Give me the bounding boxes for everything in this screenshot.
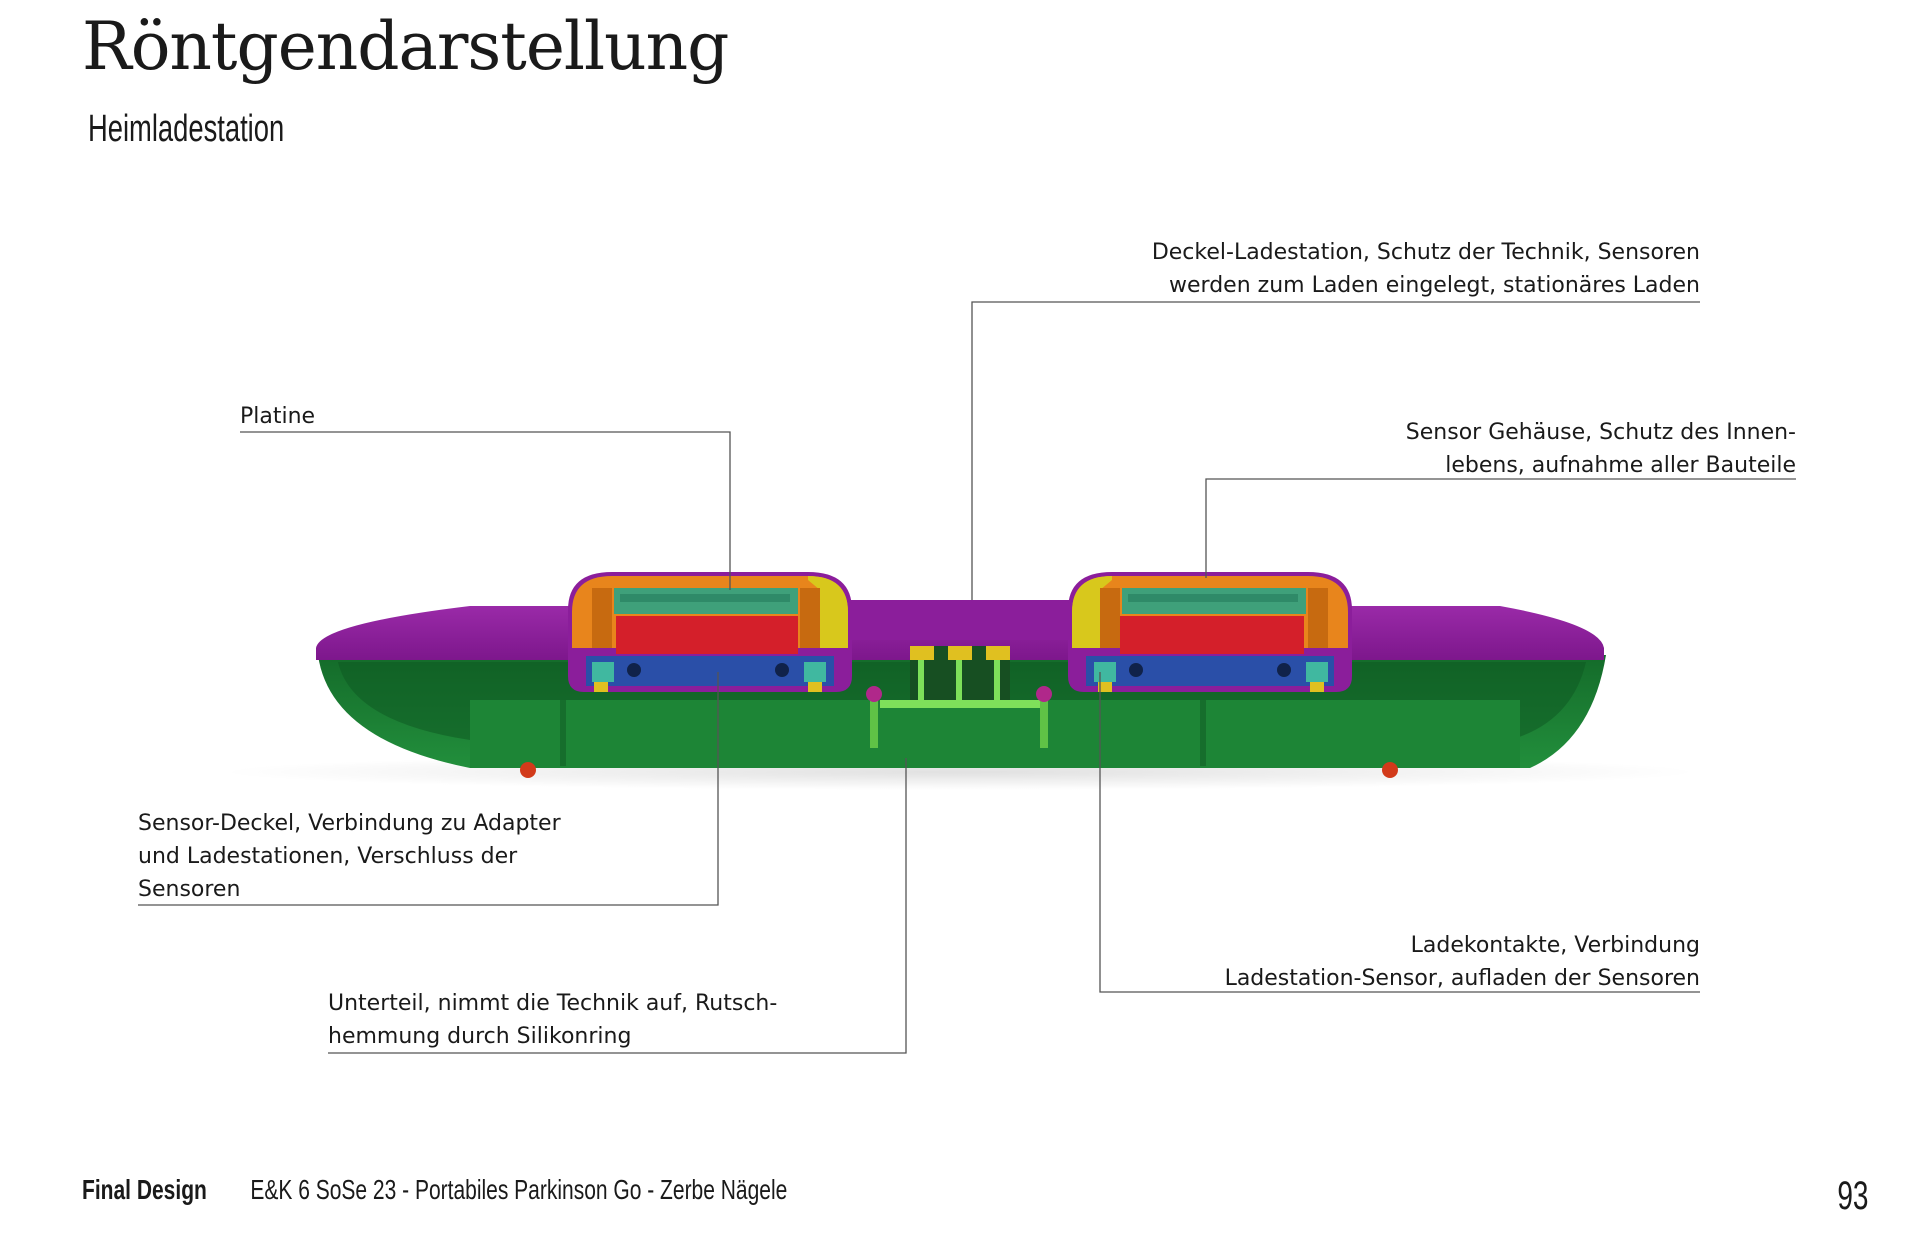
label-sensor-gehaeuse: Sensor Gehäuse, Schutz des Innen- lebens…: [1405, 420, 1796, 478]
left-pod: [568, 572, 852, 692]
base-rib-left: [560, 700, 566, 766]
leader-sensor-gehaeuse: [1205, 478, 1796, 578]
leader-deckel: [971, 301, 1700, 600]
leader-sensor-deckel: [138, 672, 719, 906]
label-unterteil: Unterteil, nimmt die Technik auf, Rutsch…: [328, 991, 778, 1049]
charging-contacts: [866, 646, 1052, 748]
label-ladekontakte: Ladekontakte, Verbindung Ladestation-Sen…: [1224, 933, 1700, 991]
footer-section: Final Design: [82, 1174, 207, 1205]
leader-ladekontakte: [1099, 672, 1700, 993]
base-rib-right: [1200, 700, 1206, 766]
page-subtitle: Heimladestation: [88, 108, 285, 150]
page-title: Röntgendarstellung: [82, 8, 729, 85]
right-pod: [1068, 572, 1352, 692]
footer-project: E&K 6 SoSe 23 - Portabiles Parkinson Go …: [250, 1174, 788, 1205]
leader-platine: [240, 431, 731, 590]
base-floor: [470, 700, 1520, 768]
silicone-ring-left: [520, 762, 536, 778]
leader-lines: [138, 301, 1796, 1054]
footer-info: Final Design E&K 6 SoSe 23 - Portabiles P…: [82, 1174, 787, 1206]
leader-unterteil: [328, 758, 907, 1054]
label-sensor-deckel: Sensor-Deckel, Verbindung zu Adapter und…: [138, 811, 561, 902]
page-number: 93: [1836, 1174, 1868, 1218]
silicone-ring-right: [1382, 762, 1398, 778]
label-deckel-ladestation: Deckel-Ladestation, Schutz der Technik, …: [1151, 240, 1700, 298]
label-platine: Platine: [240, 404, 316, 429]
